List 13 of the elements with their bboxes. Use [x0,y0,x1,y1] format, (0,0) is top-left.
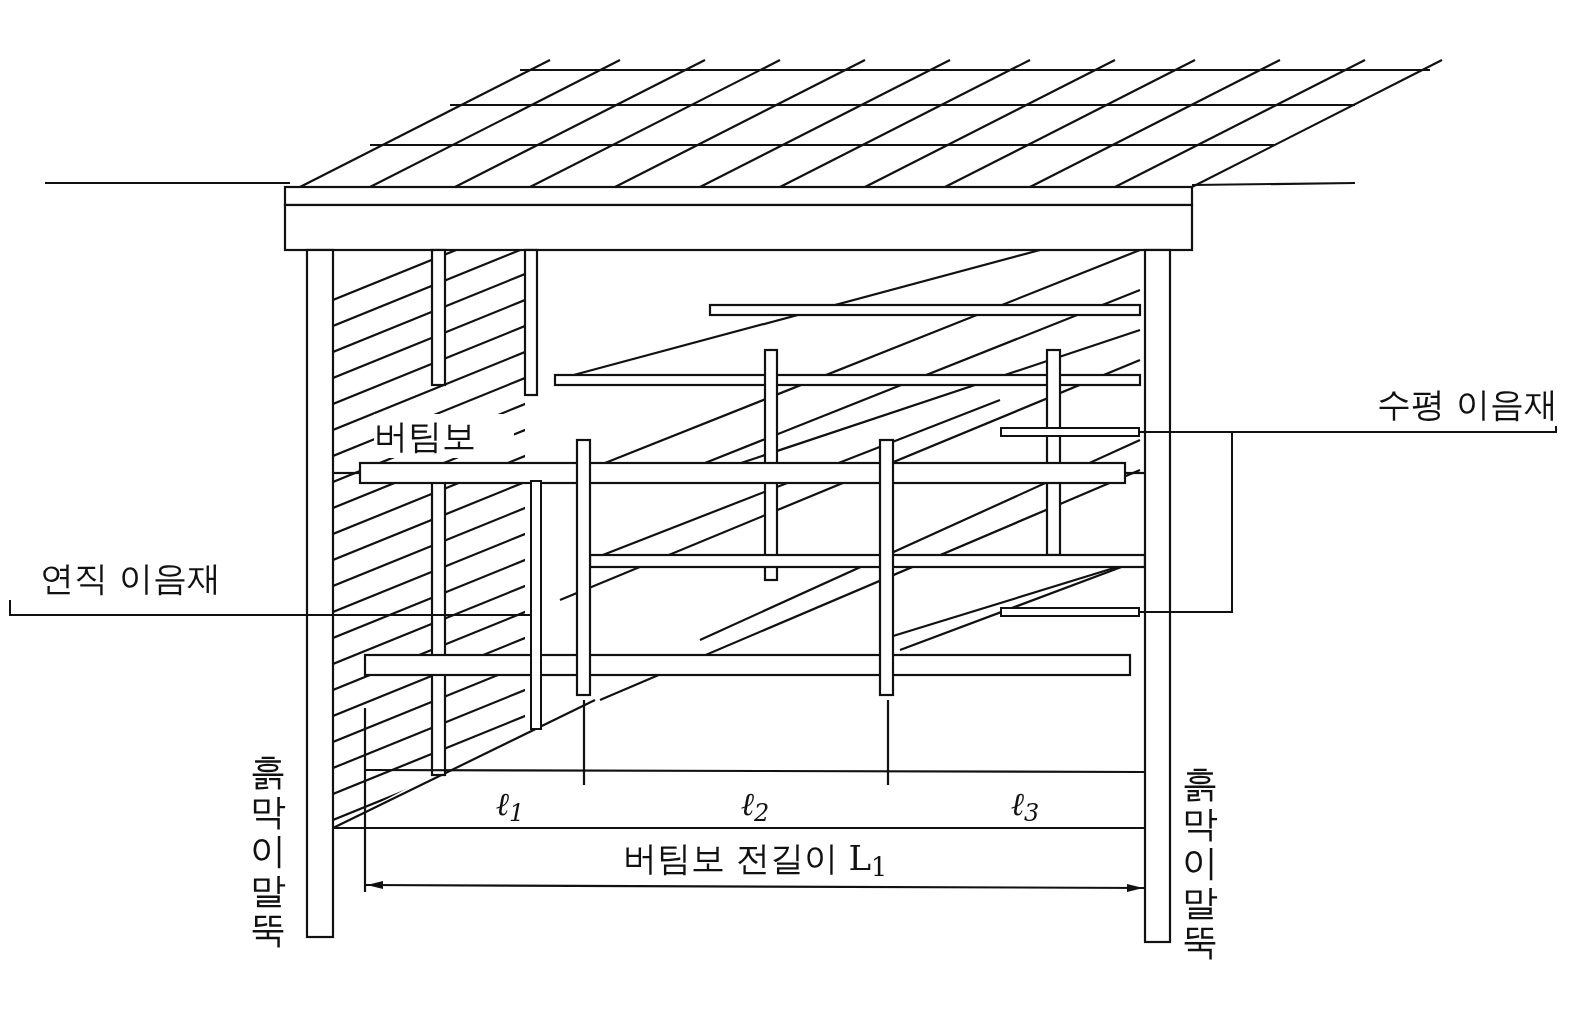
dimension-label: ℓ$_{3}$ [1009,784,1041,824]
horizontal-brace [1000,607,1140,617]
dimension-label: ℓ$_{1}$ [494,784,526,824]
leader-line [1139,425,1557,613]
strut-label: 버팀보 [374,414,514,458]
callout-label: 수평 이음재 [1300,382,1558,426]
pile-label: 흙막이말뚝 [250,752,286,950]
vertical-brace [530,480,542,730]
callout-label: 연직 이음재 [40,556,280,600]
dimension-label: ℓ$_{2}$ [739,784,771,824]
horizontal-brace [1000,427,1140,437]
leader-line [9,599,531,616]
pile-label: 흙막이말뚝 [1182,764,1218,962]
